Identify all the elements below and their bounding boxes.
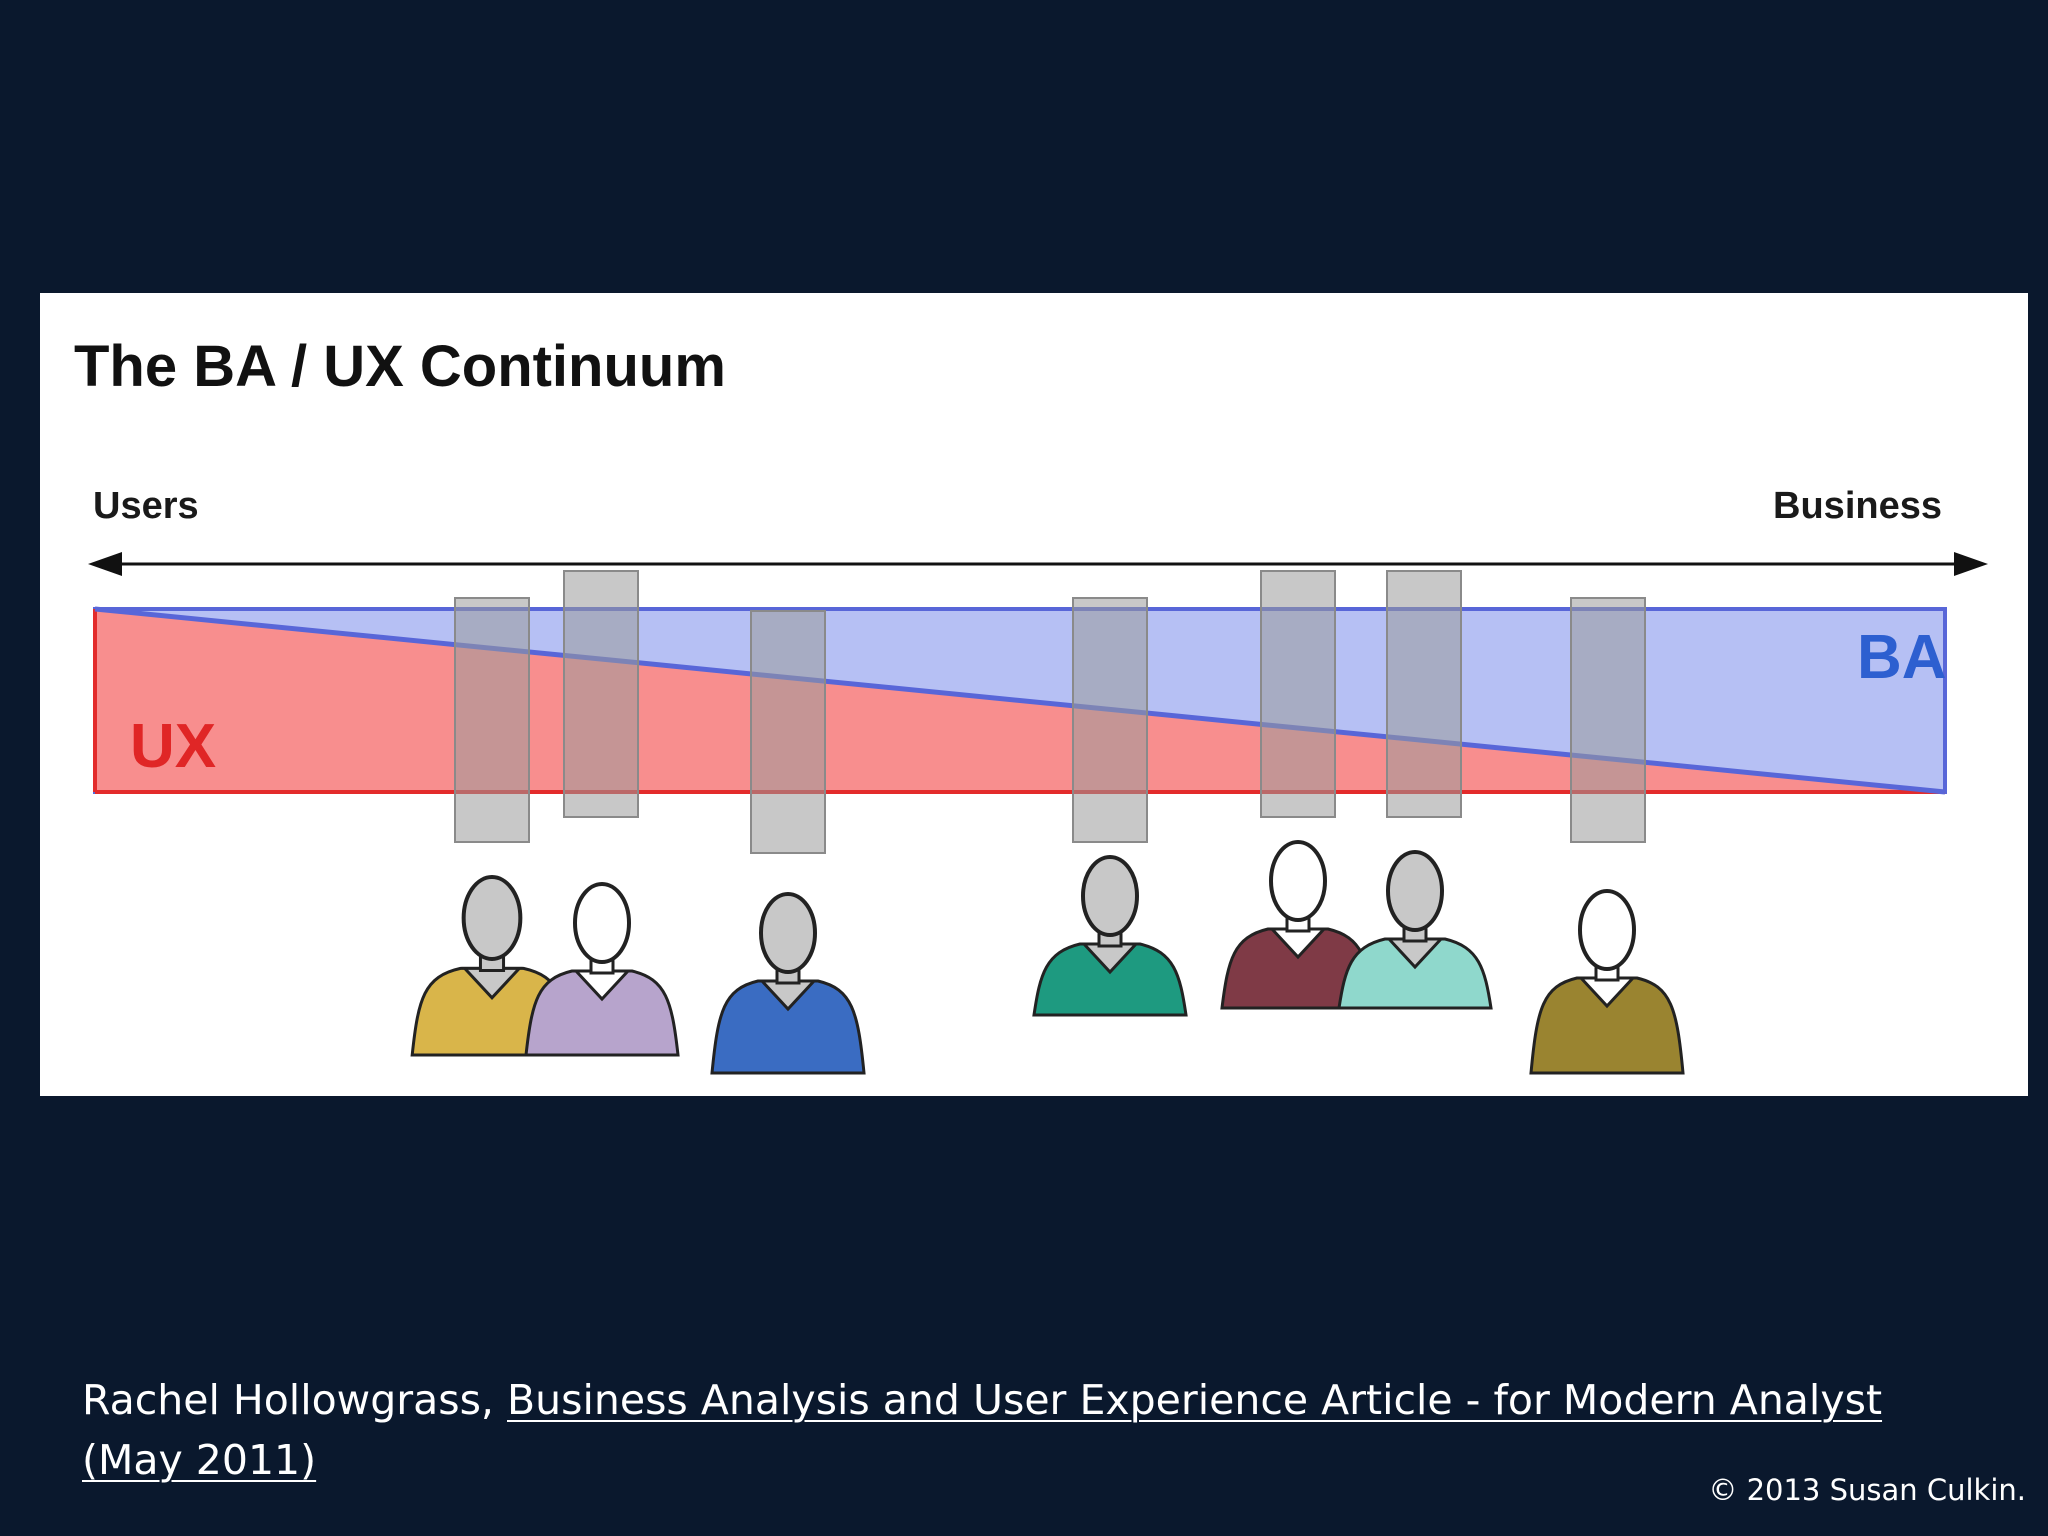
person-figure [1529, 889, 1685, 1075]
position-marker [454, 597, 530, 843]
position-marker [1570, 597, 1646, 843]
position-marker [1260, 570, 1336, 818]
article-date-link[interactable]: (May 2011) [82, 1436, 317, 1484]
person-head [1578, 889, 1636, 971]
position-marker [1386, 570, 1462, 818]
diagram-title: The BA / UX Continuum [74, 334, 726, 399]
person-shirt [1032, 942, 1188, 1017]
position-marker [563, 570, 639, 818]
person-shirt [524, 969, 680, 1057]
person-head [1081, 855, 1139, 937]
people-group [410, 840, 1685, 1075]
continuum-diagram: The BA / UX Continuum Users Business BA … [74, 334, 1988, 1075]
arrow-left-head-icon [88, 552, 122, 576]
citation: Rachel Hollowgrass, Business Analysis an… [82, 1370, 1962, 1490]
person-figure [1220, 840, 1376, 1010]
person-figure [410, 875, 574, 1057]
person-figure [1337, 850, 1493, 1010]
position-markers [454, 570, 1646, 854]
person-figure [1032, 855, 1188, 1017]
ux-label: UX [130, 712, 216, 781]
person-shirt [710, 979, 866, 1075]
person-figure [524, 882, 680, 1057]
person-figure [710, 892, 866, 1075]
person-head [1386, 850, 1444, 932]
position-marker [1072, 597, 1148, 843]
ba-label: BA [1857, 623, 1947, 692]
business-label: Business [1773, 485, 1942, 527]
position-marker [750, 610, 826, 854]
person-shirt [1529, 976, 1685, 1075]
person-head [461, 875, 523, 961]
article-link[interactable]: Business Analysis and User Experience Ar… [507, 1376, 1883, 1424]
person-head [1269, 840, 1327, 922]
person-head [573, 882, 631, 964]
users-label: Users [93, 485, 199, 527]
person-head [759, 892, 817, 974]
person-shirt [1337, 937, 1493, 1010]
diagram-panel: The BA / UX Continuum Users Business BA … [40, 293, 2028, 1096]
citation-author: Rachel Hollowgrass, [82, 1376, 507, 1424]
copyright-notice: © 2013 Susan Culkin. [1708, 1473, 2026, 1507]
arrow-right-head-icon [1954, 552, 1988, 576]
